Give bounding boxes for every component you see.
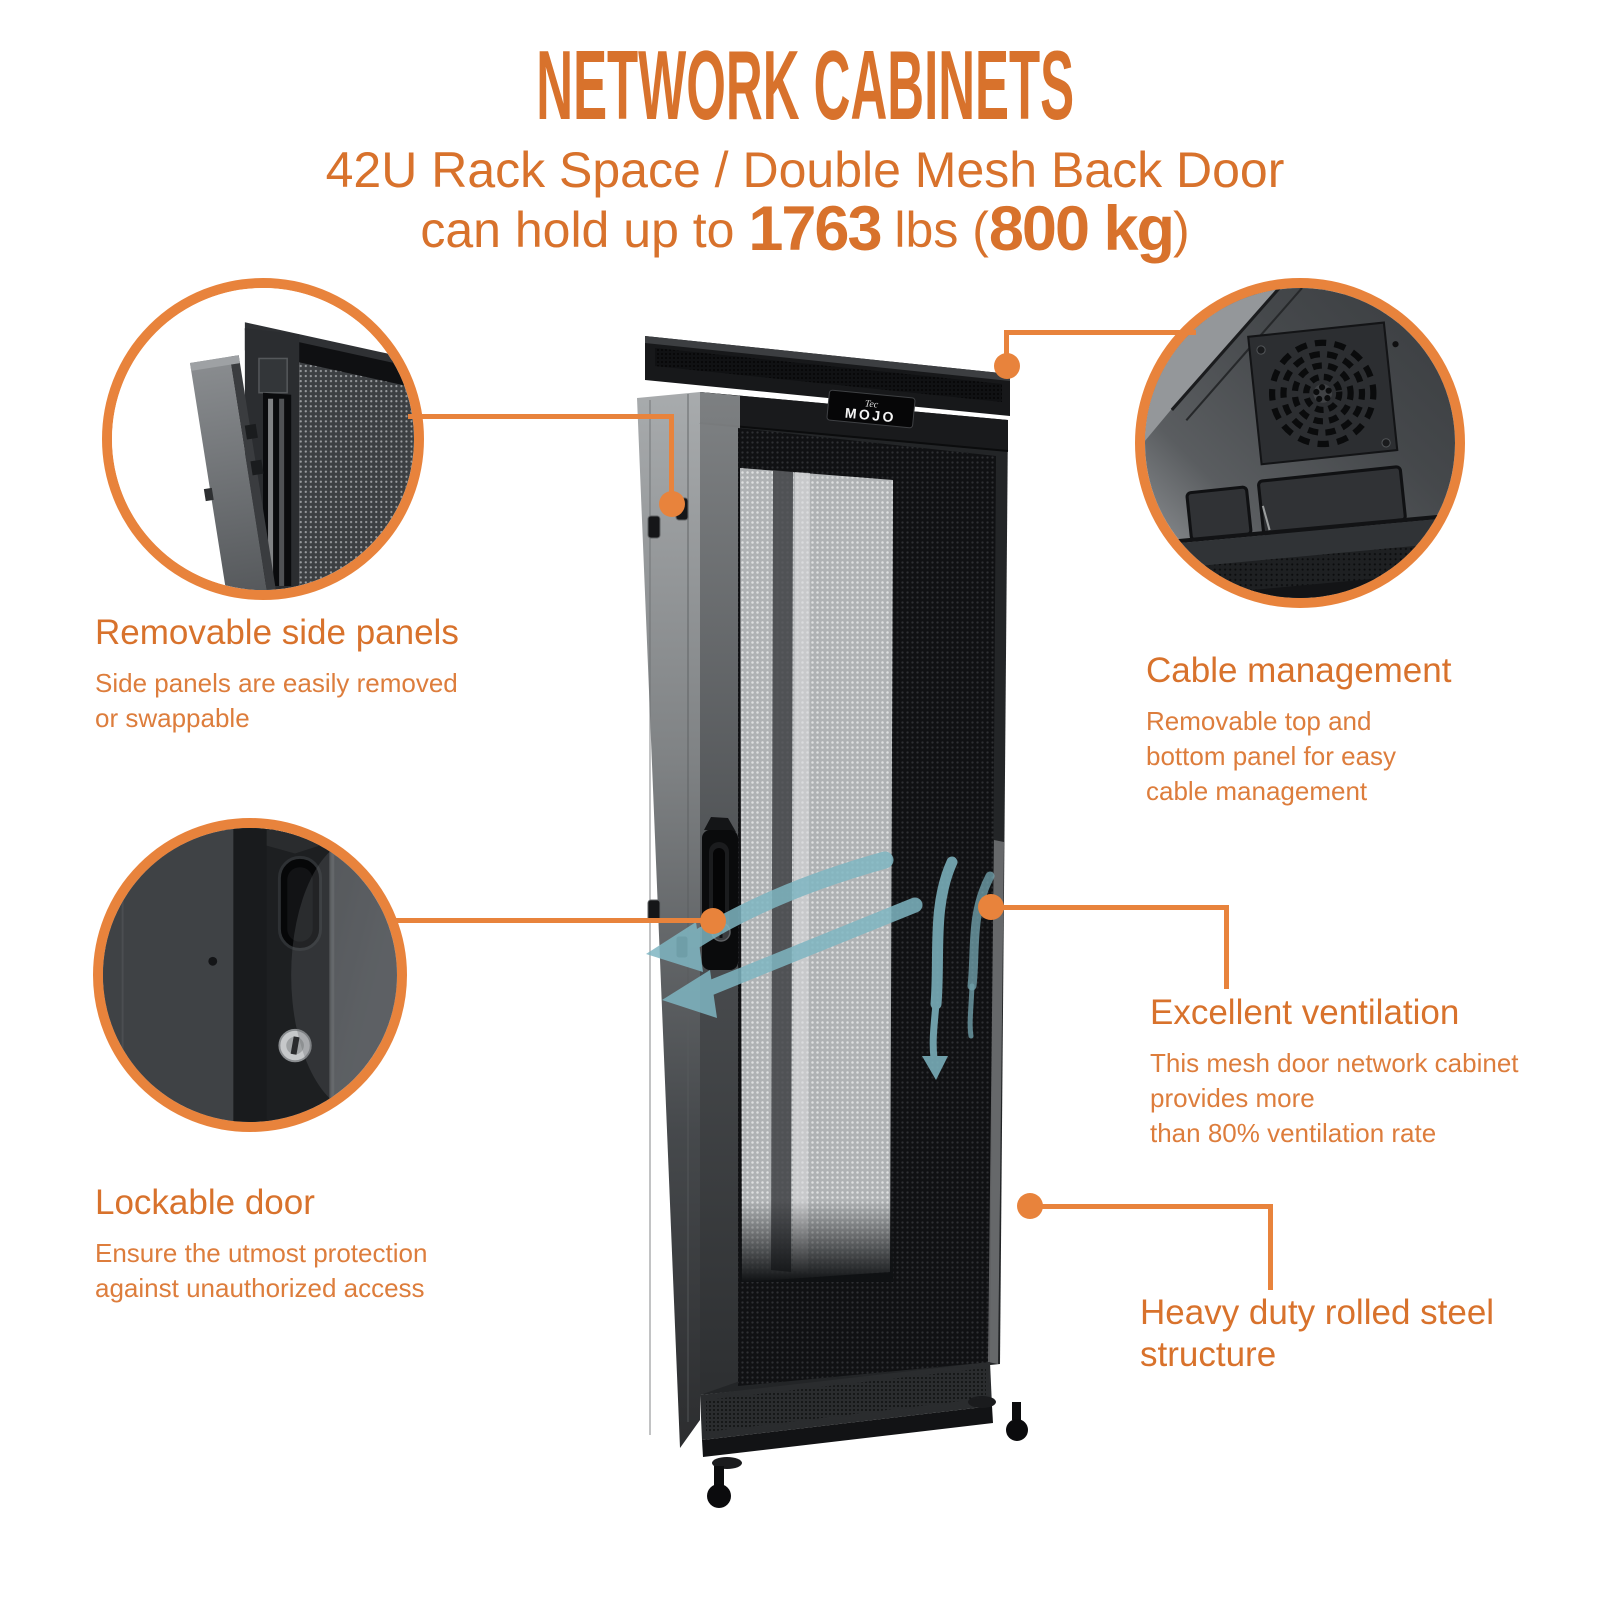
leader-line-cable-v [1004,330,1009,368]
leader-line-lock-h [390,918,720,923]
feature-heading-lockable-door: Lockable door [95,1183,315,1222]
leader-dot-cable [994,353,1020,379]
leader-line-steel-h [1028,1204,1273,1209]
callout-circle-top-panel [1135,278,1465,608]
leader-dot-side-panels [659,491,685,517]
feature-lockable-door: Lockable door Ensure the utmost protecti… [95,1182,427,1306]
feature-body-line: or swappable [95,703,250,733]
feature-body-line: cable management [1146,776,1368,806]
feature-heading-steel-structure: Heavy duty rolled steel structure [1140,1293,1495,1374]
leader-dot-lock [700,908,726,934]
feature-heading-side-panels: Removable side panels [95,613,459,652]
svg-text:MOJO: MOJO [844,405,897,426]
subtitle-line2: can hold up to 1763 lbs (800 kg) [0,197,1600,260]
feature-body-line: Removable top and [1146,706,1372,736]
cabinet-feet [707,1396,1028,1508]
leader-line-ventilation-h [989,905,1229,910]
leader-line-ventilation-v [1224,905,1229,989]
page-title: NETWORK CABINETS [536,30,1074,140]
cabinet-front-door: Tec MOJO [699,389,1009,1395]
feature-side-panels: Removable side panels Side panels are ea… [95,612,459,736]
brand-logo: Tec MOJO [826,389,916,429]
leader-line-steel-v [1268,1204,1273,1290]
feature-body-line: Side panels are easily removed [95,668,458,698]
door-handle [702,817,738,970]
callout-circle-side-panel [102,278,424,600]
feature-ventilation: Excellent ventilation This mesh door net… [1150,992,1519,1151]
weight-kg-value: 800 kg [988,193,1175,264]
weight-lbs-value: 1763 [748,193,882,264]
leader-dot-ventilation [978,894,1004,920]
feature-body-line: Ensure the utmost protection [95,1238,428,1268]
subtitle-mid: lbs ( [880,201,989,258]
feature-cable-management: Cable management Removable top and botto… [1146,650,1451,809]
subtitle-line1: 42U Rack Space / Double Mesh Back Door [325,141,1285,198]
feature-body-line: against unauthorized access [95,1273,425,1303]
leader-line-cable-h [1004,330,1196,335]
lock-detail-image [103,828,397,1122]
feature-heading-ventilation: Excellent ventilation [1150,993,1460,1032]
feature-heading-cable-management: Cable management [1146,651,1452,690]
svg-text:Tec: Tec [864,398,879,410]
side-panel-detail-image [112,288,414,590]
cabinet-top-cap [645,336,1010,416]
leader-line-side-panels-v [669,414,674,506]
feature-body-line: This mesh door network cabinet [1150,1048,1519,1078]
feature-steel-structure: Heavy duty rolled steel structure [1140,1292,1600,1376]
cabinet-base [700,1362,993,1457]
feature-body-line: bottom panel for easy [1146,741,1397,771]
feature-body-line: provides more [1150,1083,1315,1113]
leader-dot-steel [1017,1193,1043,1219]
feature-body-line: than 80% ventilation rate [1150,1118,1437,1148]
cabinet-illustration: Tec MOJO [637,336,1028,1508]
leader-line-side-panels-h [408,414,674,419]
subtitle-suffix: ) [1173,201,1190,258]
subtitle-prefix: can hold up to [420,201,749,258]
header: NETWORK CABINETS 42U Rack Space / Double… [0,30,1600,261]
callout-circle-lock [93,818,407,1132]
